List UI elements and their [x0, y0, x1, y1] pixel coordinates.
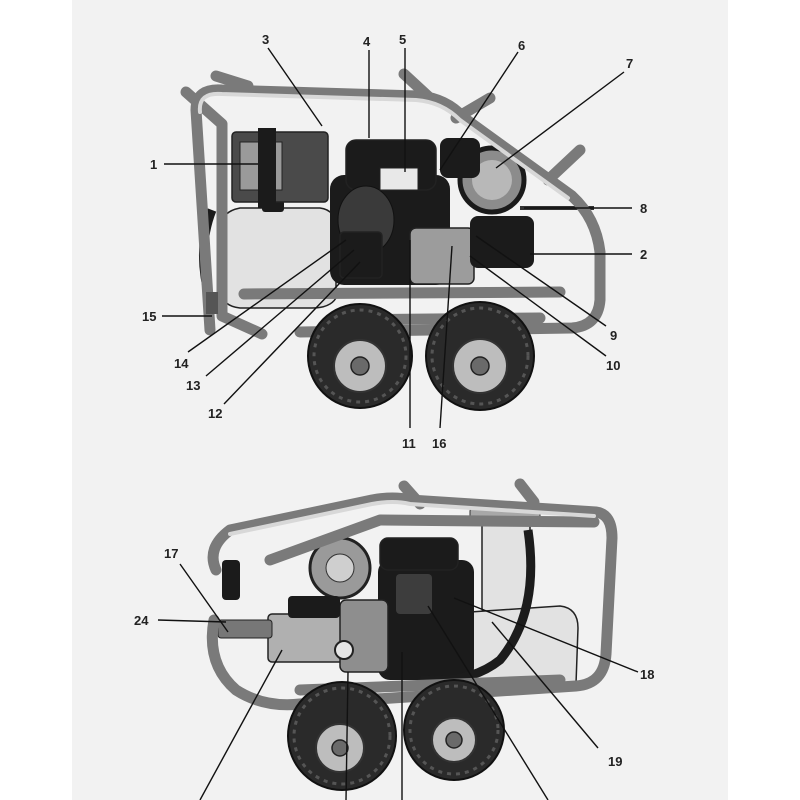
engine-top-bottom	[379, 537, 459, 571]
callout-9: 9	[610, 328, 617, 343]
frame-rear	[180, 86, 268, 340]
frame-highlight	[197, 91, 570, 200]
leader-14	[187, 239, 347, 353]
callout-3: 3	[262, 32, 269, 47]
callout-5: 5	[399, 32, 406, 47]
leader-3	[267, 47, 323, 127]
leader-7	[495, 71, 625, 169]
battery-strap	[258, 128, 276, 208]
leader-bottom-d	[427, 605, 549, 800]
leader-lines	[157, 47, 639, 800]
callout-8: 8	[640, 201, 647, 216]
callout-17: 17	[164, 546, 178, 561]
pump-motor	[288, 596, 340, 618]
callout-10: 10	[606, 358, 620, 373]
callout-15: 15	[142, 309, 156, 324]
callout-1: 1	[150, 157, 157, 172]
callout-6: 6	[518, 38, 525, 53]
leader-12	[223, 261, 361, 405]
pump-body	[339, 599, 389, 673]
callout-19: 19	[608, 754, 622, 769]
frame-bottom-top	[398, 478, 540, 510]
leader-9	[475, 235, 607, 327]
engine-side-panel	[396, 574, 432, 614]
frame-bottom-highlight	[228, 500, 596, 536]
leader-bottom-a	[199, 649, 283, 800]
wheel-front-left	[307, 303, 413, 409]
wheel-front-right	[425, 301, 535, 411]
callout-24: 24	[134, 613, 149, 628]
drain-fitting	[206, 292, 218, 314]
wheel-rear-left	[287, 681, 397, 791]
filter-cylinder	[481, 513, 531, 617]
callout-12: 12	[208, 406, 222, 421]
control-box	[339, 231, 383, 279]
air-filter-face	[472, 160, 512, 200]
leader-bottom-b	[345, 671, 349, 800]
muffler	[440, 138, 480, 178]
callout-labels: 1 2 3 4 5 6 7 8 9 10 11 12 13 14 15 16 1…	[134, 32, 654, 769]
pump-head	[470, 216, 534, 268]
leader-17	[179, 563, 229, 633]
machine-bottom-view	[206, 478, 618, 791]
callout-11: 11	[402, 436, 416, 451]
callout-13: 13	[186, 378, 200, 393]
frame-top	[210, 68, 586, 186]
callout-14: 14	[174, 356, 189, 371]
engine-label	[379, 167, 419, 191]
machine-top-view	[180, 68, 606, 411]
callout-7: 7	[626, 56, 633, 71]
unloader-valve	[222, 560, 240, 600]
leader-6	[439, 51, 519, 171]
leader-24	[157, 619, 227, 623]
leader-18	[453, 597, 639, 673]
callout-4: 4	[363, 34, 371, 49]
wheel-rear-right	[403, 679, 505, 781]
cooling-fan-center	[325, 553, 355, 583]
frame-main	[190, 84, 606, 338]
leader-10	[469, 255, 607, 357]
pump-housing	[409, 227, 475, 285]
pressure-gauge	[334, 640, 354, 660]
callout-18: 18	[640, 667, 654, 682]
leader-19	[491, 621, 599, 749]
callout-2: 2	[640, 247, 647, 262]
leader-16	[439, 245, 453, 429]
frame-bottom-main	[206, 492, 618, 711]
callout-16: 16	[432, 436, 446, 451]
leader-13	[205, 249, 355, 377]
